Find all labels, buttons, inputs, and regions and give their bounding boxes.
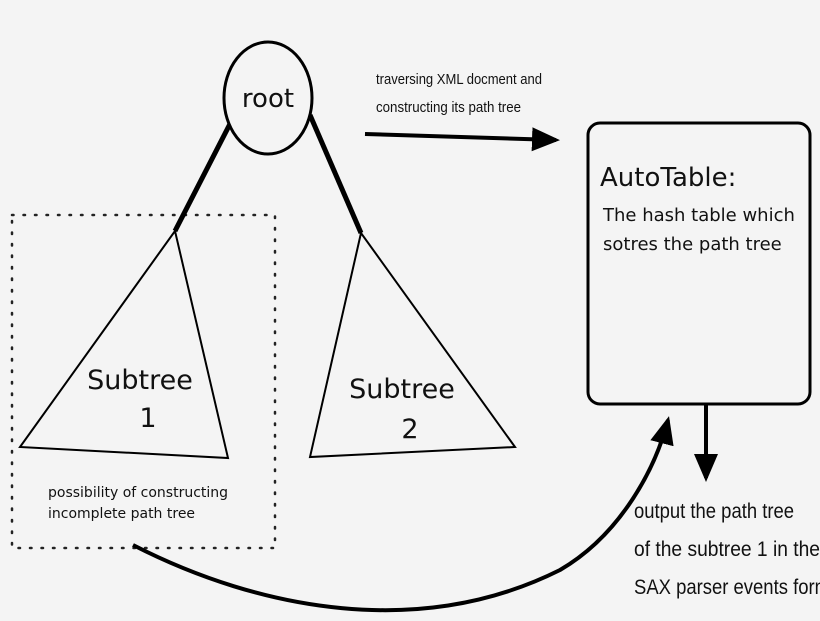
subtree-1-label: Subtree bbox=[87, 365, 193, 396]
output-caption-line1: output the path tree bbox=[634, 500, 794, 523]
subtree-2-label: Subtree bbox=[349, 374, 455, 405]
autotable-box bbox=[586, 121, 812, 406]
autotable-title: AutoTable: bbox=[600, 163, 736, 193]
root-label: root bbox=[242, 84, 294, 114]
arrow-caption-line1: traversing XML docment and bbox=[376, 71, 542, 88]
autotable-desc-line2: sotres the path tree bbox=[603, 234, 782, 255]
subtree-1-number: 1 bbox=[139, 403, 156, 434]
subtree-1-triangle bbox=[18, 228, 230, 460]
arrow-caption-line2: constructing its path tree bbox=[376, 99, 521, 116]
subtree-2-triangle bbox=[308, 230, 517, 459]
traverse-arrow bbox=[364, 127, 560, 152]
edge-right bbox=[307, 114, 364, 234]
autotable-desc-line1: The hash table which bbox=[602, 205, 795, 226]
subtree-2-number: 2 bbox=[401, 414, 418, 445]
feedback-curve-arrow bbox=[132, 416, 674, 613]
dotted-caption-line1: possibility of constructing bbox=[48, 485, 228, 501]
edge-left bbox=[172, 116, 236, 233]
dotted-region bbox=[10, 213, 277, 550]
output-caption-line2: of the subtree 1 in the bbox=[634, 538, 820, 561]
dotted-caption-line2: incomplete path tree bbox=[48, 506, 195, 522]
root-node bbox=[222, 40, 314, 156]
output-caption-line3: SAX parser events form bbox=[634, 576, 820, 599]
